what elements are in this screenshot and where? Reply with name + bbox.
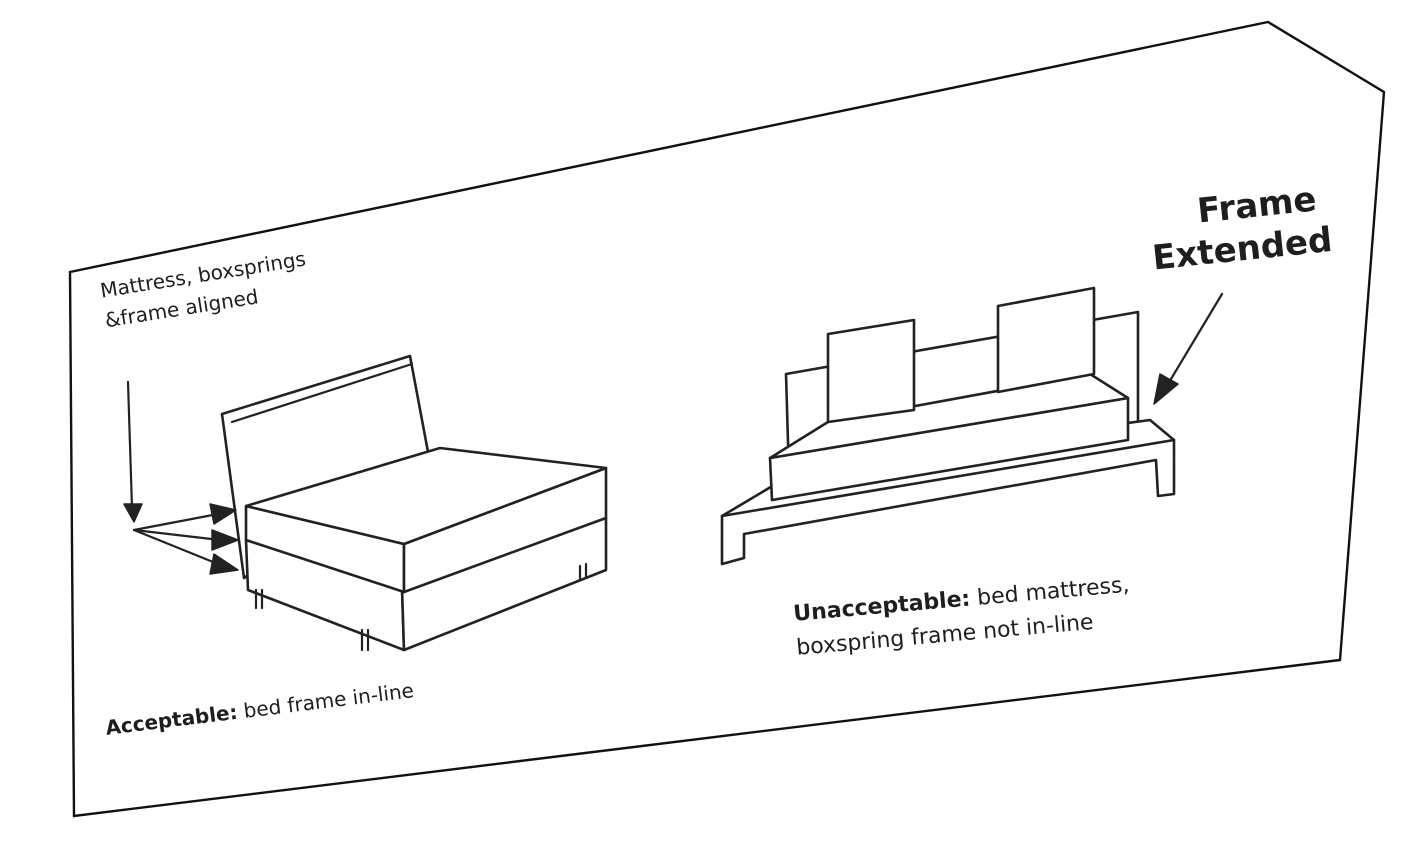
mattress-top [244,446,608,546]
arrow-head [209,503,237,525]
pillow [996,286,1096,394]
arrow-head [209,553,239,575]
arrow-shaft [126,380,134,510]
frame-platform-front [720,438,1176,566]
arrow-head [123,503,143,523]
frame-extended-arrow [1153,292,1224,405]
arrow-shaft [1166,292,1224,386]
arrow-shaft [132,528,222,542]
unacceptable-bed-illustration [720,286,1176,566]
arrow-head [1153,373,1179,405]
headboard-edge [230,362,414,424]
arrow-shaft [132,528,220,566]
alignment-arrows [123,380,239,575]
arrow-shaft [132,512,220,532]
pillow [826,318,916,424]
arrow-head [211,529,239,551]
acceptable-bed-illustration [220,354,608,652]
